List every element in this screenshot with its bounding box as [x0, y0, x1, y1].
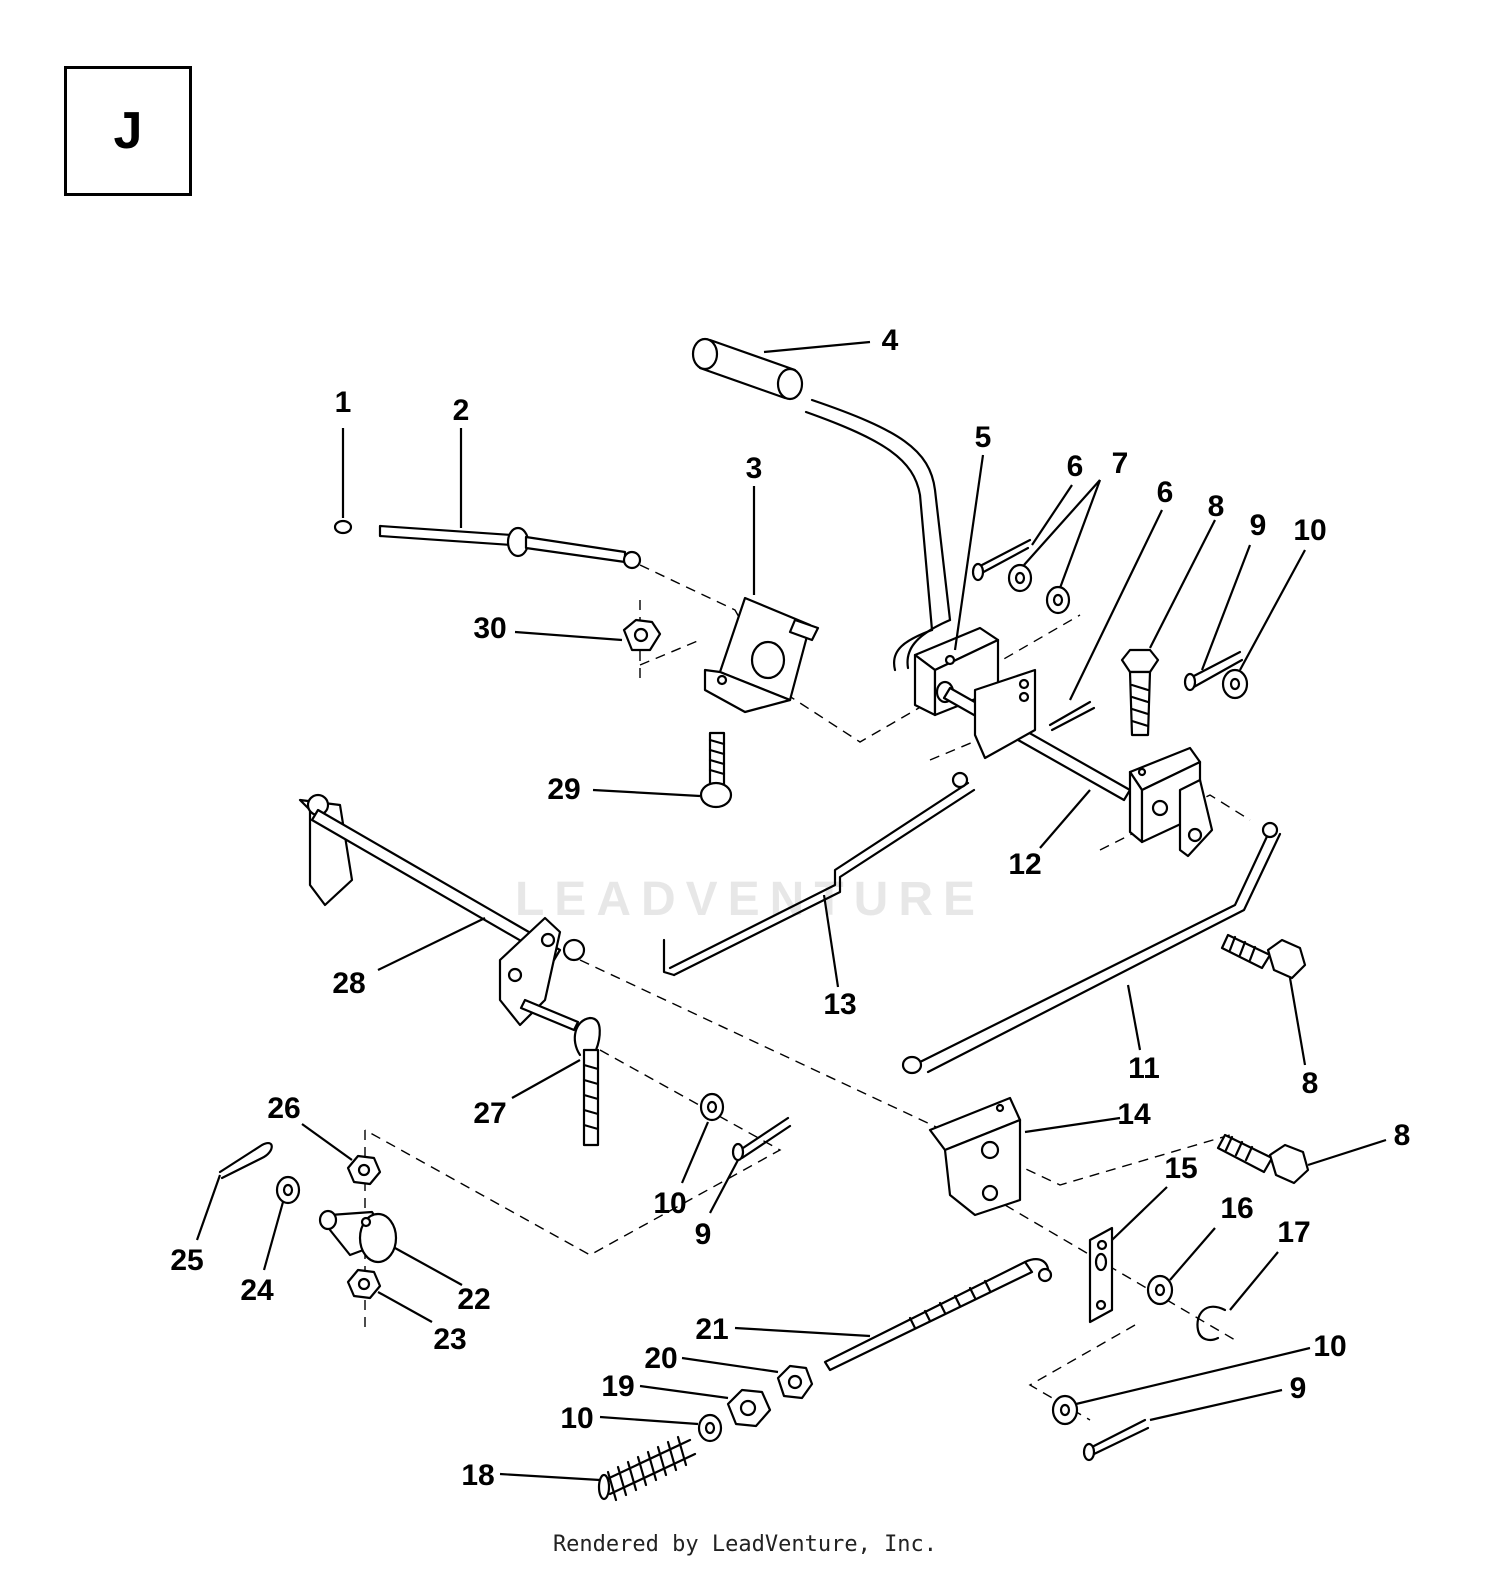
- clip-part-17: [1196, 1305, 1227, 1341]
- bracket-part-14: [928, 1096, 1022, 1217]
- lift-lever: [804, 398, 952, 672]
- washer-part-10-bottom: [1051, 1394, 1079, 1426]
- footer-credit: Rendered by LeadVenture, Inc.: [552, 1532, 938, 1557]
- washer-part-10-lower: [697, 1413, 723, 1443]
- bolt-part-8-right: [1220, 933, 1307, 980]
- callout-10a: 10: [1293, 514, 1326, 547]
- callout-26: 26: [267, 1092, 300, 1125]
- callout-28: 28: [332, 967, 365, 1000]
- callout-22: 22: [457, 1283, 490, 1316]
- bolt-part-29: [699, 731, 733, 809]
- callout-14: 14: [1117, 1098, 1151, 1131]
- bolt-part-8-lower: [1216, 1133, 1310, 1185]
- callout-9a: 9: [1250, 509, 1267, 542]
- washers-part-7: [1007, 563, 1071, 615]
- callout-10c: 10: [560, 1402, 593, 1435]
- nut-part-19: [726, 1388, 772, 1428]
- callout-13: 13: [823, 988, 856, 1021]
- callout-3: 3: [746, 452, 763, 485]
- spring-part-18: [597, 1435, 697, 1502]
- callout-6a: 6: [1067, 450, 1084, 483]
- callout-1: 1: [335, 386, 352, 419]
- cotter-pin-part-9-bottom: [1082, 1418, 1150, 1462]
- callout-19: 19: [601, 1370, 634, 1403]
- callout-17: 17: [1277, 1216, 1310, 1249]
- nut-part-20: [776, 1364, 814, 1400]
- washer-part-1: [333, 519, 353, 535]
- callout-29: 29: [547, 773, 580, 806]
- callout-4: 4: [882, 324, 899, 357]
- callout-6b: 6: [1157, 476, 1174, 509]
- assembly-lines: [364, 564, 1251, 1421]
- callout-7: 7: [1112, 447, 1129, 480]
- callout-8b: 8: [1302, 1067, 1319, 1100]
- callout-30: 30: [473, 612, 506, 645]
- link-rod-part-13: [662, 771, 976, 977]
- washer-part-10-middle: [699, 1092, 725, 1122]
- callout-16: 16: [1220, 1192, 1253, 1225]
- cotter-pin-part-6: [971, 538, 1032, 582]
- lift-shaft-part-28: [298, 793, 586, 1032]
- callout-numbers: 1 2 3 4 5 6 7 6 8 9 10 30 29 12 13 28 11…: [170, 324, 1410, 1492]
- cotter-pin-part-9-upper: [1183, 650, 1244, 692]
- callout-11: 11: [1128, 1052, 1160, 1085]
- callout-15: 15: [1164, 1152, 1197, 1185]
- cotter-pin-part-25: [218, 1142, 273, 1180]
- nut-part-23: [346, 1268, 382, 1300]
- bracket-part-3: [703, 596, 820, 714]
- callout-8c: 8: [1394, 1119, 1411, 1152]
- plate-part-15: [1088, 1226, 1114, 1324]
- handle-grip-part-4: [691, 337, 804, 401]
- callout-18: 18: [461, 1459, 494, 1492]
- callout-21: 21: [695, 1313, 728, 1346]
- washer-part-24: [275, 1175, 301, 1205]
- callout-24: 24: [240, 1274, 274, 1307]
- callout-10b: 10: [653, 1187, 686, 1220]
- lift-shaft-part-12: [942, 668, 1214, 858]
- watermark: LEADVENTURE: [514, 873, 986, 926]
- rod-part-2: [378, 524, 642, 570]
- leader-lines: [195, 340, 1387, 1482]
- callout-8a: 8: [1208, 490, 1225, 523]
- callout-23: 23: [433, 1323, 466, 1356]
- nut-part-26: [346, 1154, 382, 1186]
- callout-12: 12: [1008, 848, 1041, 881]
- washer-part-16: [1146, 1274, 1174, 1306]
- callout-5: 5: [975, 421, 992, 454]
- callout-9c: 9: [1290, 1372, 1307, 1405]
- bolt-part-8-upper: [1120, 648, 1160, 737]
- cotter-pin-part-6-b: [1048, 700, 1096, 732]
- callout-2: 2: [453, 394, 470, 427]
- callout-10d: 10: [1313, 1330, 1346, 1363]
- link-rod-part-11: [901, 821, 1282, 1075]
- callout-20: 20: [644, 1342, 677, 1375]
- trunnion-part-22: [318, 1209, 398, 1264]
- section-box: [64, 66, 192, 196]
- callout-27: 27: [473, 1097, 506, 1130]
- hex-nut-part-30: [622, 618, 662, 652]
- callout-9b: 9: [695, 1218, 712, 1251]
- j-bolt-part-27: [573, 1016, 601, 1147]
- washer-part-10-upper: [1221, 668, 1249, 700]
- callout-25: 25: [170, 1244, 203, 1277]
- threaded-rod-part-21: [823, 1258, 1053, 1372]
- section-letter: J: [113, 102, 143, 160]
- cotter-pin-part-9-middle: [731, 1116, 792, 1162]
